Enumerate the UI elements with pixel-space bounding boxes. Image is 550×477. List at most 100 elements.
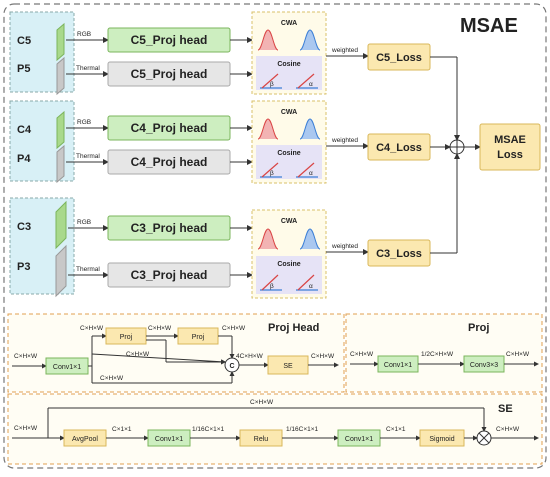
se-title: SE <box>498 403 513 415</box>
feature-label-c: C3 <box>17 221 31 233</box>
loss-aggregation: MSAE Loss <box>430 56 541 254</box>
proj-conv3-label: Conv3×3 <box>470 362 498 369</box>
weighted-label: weighted <box>331 47 358 54</box>
proj-detail: Proj C×H×W Conv1×1 1/2C×H×W Conv3×3 C×H×… <box>345 313 543 393</box>
proj-head-panel <box>7 313 345 393</box>
weighted-label: weighted <box>331 243 358 250</box>
msae-loss-line1: MSAE <box>494 134 526 146</box>
multiply-icon-b <box>478 432 490 444</box>
cosine-vector-left <box>261 274 279 291</box>
ph-skip-to-concat <box>91 353 226 365</box>
blue-distribution-curve <box>299 29 321 51</box>
thermal-feature-slab <box>56 144 65 184</box>
rgb-label: RGB <box>77 219 91 226</box>
ph-out-dim: C×H×W <box>311 353 335 360</box>
thermal-proj-head-label: C5_Proj head <box>131 67 208 81</box>
se-d3: 1/16C×1×1 <box>286 426 319 433</box>
weighted-label: weighted <box>331 137 358 144</box>
ph-input-dim: C×H×W <box>14 353 38 360</box>
cosine-vector-right <box>297 274 315 291</box>
cosine-vector-right <box>297 162 315 178</box>
ph-dim-mid: C×H×W <box>148 325 172 332</box>
msae-loss-line2: Loss <box>497 149 523 161</box>
ph-conv-label: Conv1×1 <box>53 364 81 371</box>
se-out-dim: C×H×W <box>496 426 520 433</box>
feature-label-p: P4 <box>17 153 31 165</box>
cwa-label: CWA <box>281 109 297 116</box>
blue-distribution-curve <box>299 118 321 140</box>
thermal-proj-head-label: C4_Proj head <box>131 155 208 169</box>
proj-out-dim: C×H×W <box>506 351 530 358</box>
se-skip-dim: C×H×W <box>250 399 274 406</box>
feature-label-c: C4 <box>17 124 32 136</box>
rgb-proj-head-label: C5_Proj head <box>131 33 208 47</box>
thermal-feature-slab <box>56 56 65 96</box>
se-d2: 1/16C×1×1 <box>192 426 225 433</box>
outer-frame <box>3 3 547 469</box>
ph-concat-dim: 4C×H×W <box>236 353 264 360</box>
se-d1: C×1×1 <box>112 426 132 433</box>
se-relu-label: Relu <box>254 436 269 443</box>
feature-label-p: P5 <box>17 63 30 75</box>
ph-se-label: SE <box>283 363 293 370</box>
thermal-label: Thermal <box>76 153 100 160</box>
ph-dim-under: C×H×W <box>126 351 150 358</box>
alpha-label: α <box>309 81 313 88</box>
thermal-label: Thermal <box>76 266 100 273</box>
rgb-proj-head-label: C4_Proj head <box>131 121 208 135</box>
ph-dim-top-in: C×H×W <box>80 325 104 332</box>
alpha-label: α <box>309 170 313 177</box>
cwa-label: CWA <box>281 218 297 225</box>
rgb-feature-slab <box>56 22 65 62</box>
rgb-feature-slab <box>56 110 65 150</box>
red-distribution-curve <box>257 29 279 51</box>
proj-mid-dim: 1/2C×H×W <box>421 351 454 358</box>
beta-label: β <box>270 81 274 88</box>
proj-conv1-label: Conv1×1 <box>384 362 412 369</box>
loss-label: C4_Loss <box>376 142 422 154</box>
rgb-label: RGB <box>77 119 91 126</box>
cosine-vector-left <box>261 73 279 89</box>
beta-label: β <box>270 170 274 177</box>
blue-distribution-curve <box>299 228 321 250</box>
cosine-label: Cosine <box>277 61 300 68</box>
thermal-label: Thermal <box>76 65 100 72</box>
ph-dim-top-out: C×H×W <box>222 325 246 332</box>
rgb-feature-slab <box>55 200 67 250</box>
cosine-vector-right <box>297 73 315 89</box>
ph-proj1-label: Proj <box>120 334 133 341</box>
se-sigmoid-label: Sigmoid <box>429 436 454 443</box>
se-in-dim: C×H×W <box>14 425 38 432</box>
ph-proj2-label: Proj <box>192 334 205 341</box>
se-panel <box>7 393 543 465</box>
se-d4: C×1×1 <box>386 426 406 433</box>
proj-title: Proj <box>468 322 489 334</box>
feature-label-c: C5 <box>17 35 31 47</box>
cosine-label: Cosine <box>277 150 300 157</box>
rgb-proj-head-label: C3_Proj head <box>131 221 208 235</box>
se-conv1-label: Conv1×1 <box>155 436 183 443</box>
proj-head-title: Proj Head <box>268 322 319 334</box>
proj-head-detail: Proj Head C×H×W Conv1×1 C×H×W Proj C×H×W… <box>7 313 345 393</box>
loss-label: C3_Loss <box>376 248 422 260</box>
diagram-title: MSAE <box>460 15 518 37</box>
concat-label: C <box>229 363 234 370</box>
cosine-panel <box>256 256 322 294</box>
rgb-label: RGB <box>77 31 91 38</box>
level-c3: C3 P3 RGB Thermal C3_Proj head C3_Proj h… <box>9 197 431 299</box>
cosine-vector-left <box>261 162 279 178</box>
se-detail: SE C×H×W C×H×W AvgPool C×1×1 Conv1×1 1/1… <box>7 393 543 465</box>
red-distribution-curve <box>257 118 279 140</box>
cosine-label: Cosine <box>277 261 300 268</box>
thermal-proj-head-label: C3_Proj head <box>131 268 208 282</box>
thermal-feature-slab <box>55 244 67 298</box>
proj-in-dim: C×H×W <box>350 351 374 358</box>
se-conv2-label: Conv1×1 <box>345 436 373 443</box>
cwa-label: CWA <box>281 20 297 27</box>
loss-label: C5_Loss <box>376 52 422 64</box>
level-c4: C4 P4 RGB Thermal C4_Proj head C4_Proj h… <box>9 100 431 184</box>
proj-panel <box>345 313 543 393</box>
se-avgpool-label: AvgPool <box>72 436 98 443</box>
